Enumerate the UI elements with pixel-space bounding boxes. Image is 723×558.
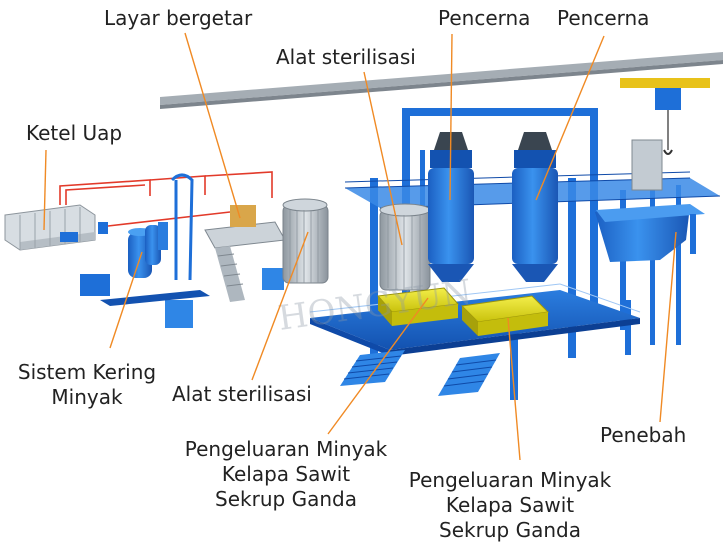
overhead-crane-rail (160, 52, 723, 155)
leader-alat-sterilisasi-bottom (251, 231, 309, 381)
twin-screw-press-right (460, 295, 550, 336)
label-pengeluaran-1-line-1: Pengeluaran Minyak (184, 437, 388, 461)
label-layar-bergetar: Layar bergetar (104, 6, 253, 30)
leader-lines (43, 32, 677, 461)
label-sistem-kering-line-2: Minyak (51, 385, 123, 409)
leader-pengeluaran-1 (327, 297, 429, 435)
sterilizer-drum-center (379, 203, 431, 291)
leader-layar-bergetar (184, 32, 241, 219)
label-pengeluaran-2-line-1: Pengeluaran Minyak (408, 468, 612, 492)
steam-boiler (4, 204, 108, 251)
label-sistem-kering-line-1: Sistem Kering (17, 360, 157, 384)
label-alat-sterilisasi-bottom: Alat sterilisasi (172, 382, 312, 406)
label-penebah: Penebah (600, 423, 687, 447)
digester-tank-right (512, 132, 558, 282)
label-alat-sterilisasi-top: Alat sterilisasi (276, 45, 416, 69)
staircase-right (438, 353, 500, 396)
leader-pencerna-2 (535, 35, 605, 201)
leader-sistem-kering (109, 251, 143, 349)
label-pengeluaran-minyak-2: Pengeluaran Minyak Kelapa Sawit Sekrup G… (392, 468, 628, 543)
oil-drying-system (80, 173, 210, 328)
leader-alat-sterilisasi-top (363, 71, 403, 246)
sterilizer-drum-left (282, 198, 329, 284)
staircase-left (340, 350, 405, 386)
label-pencerna-1: Pencerna (438, 6, 531, 30)
label-pencerna-2: Pencerna (557, 6, 650, 30)
label-sistem-kering-minyak: Sistem Kering Minyak (12, 360, 162, 410)
leader-penebah (659, 231, 677, 423)
leader-pengeluaran-2 (507, 317, 521, 461)
twin-screw-press-left (377, 287, 459, 326)
label-pengeluaran-2-line-3: Sekrup Ganda (439, 518, 581, 542)
label-pengeluaran-2-line-2: Kelapa Sawit (445, 493, 575, 517)
thresher-hopper (595, 139, 705, 262)
label-pengeluaran-1-line-2: Kelapa Sawit (221, 462, 351, 486)
steam-pipes (59, 171, 273, 227)
label-pengeluaran-1-line-3: Sekrup Ganda (215, 487, 357, 511)
leader-pencerna-1 (449, 33, 453, 201)
vibrating-screen (204, 205, 286, 302)
label-ketel-uap: Ketel Uap (26, 121, 123, 145)
leader-ketel-uap (43, 149, 47, 231)
label-pengeluaran-minyak-1: Pengeluaran Minyak Kelapa Sawit Sekrup G… (168, 437, 404, 512)
